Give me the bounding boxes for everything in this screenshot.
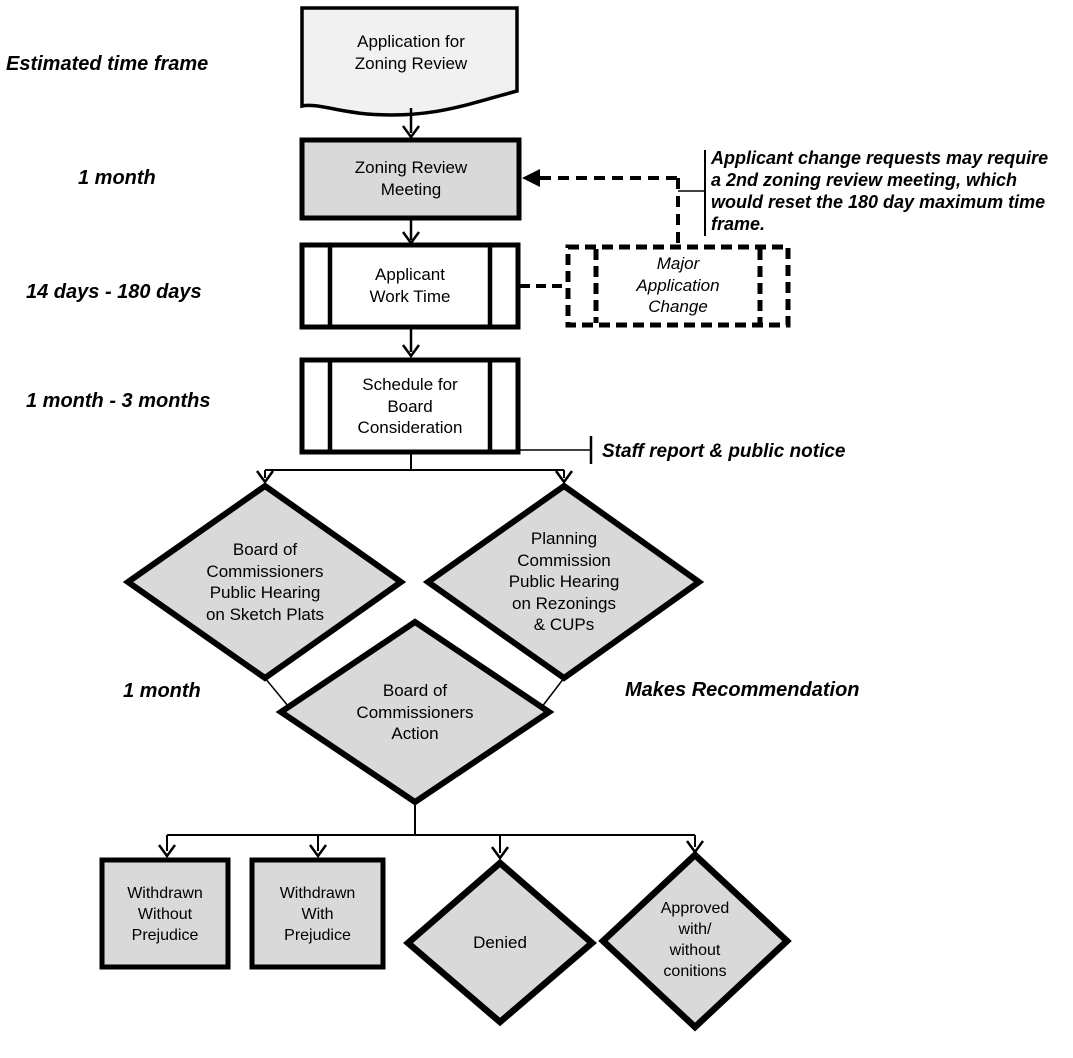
arrowhead-down-icon xyxy=(308,844,328,859)
annotation-time-hearings: 1 month xyxy=(123,680,201,702)
arrowhead-down-icon xyxy=(401,125,421,140)
annotation-makes-recommendation: Makes Recommendation xyxy=(625,679,860,701)
zoning-review-meeting-label: Zoning Review Meeting xyxy=(354,158,468,199)
withdrawn-with-prejudice-label: Withdrawn With Prejudice xyxy=(279,885,356,944)
approved-label: Approved with/ without conitions xyxy=(660,900,730,980)
application-document-shape xyxy=(300,6,519,117)
schedule-board-shape xyxy=(299,357,521,455)
annotation-time-zoning-review: 1 month xyxy=(78,167,156,189)
pc-public-hearing-label: Planning Commission Public Hearing on Re… xyxy=(508,529,620,634)
arrowhead-down-icon xyxy=(157,844,177,859)
withdrawn-with-prejudice-shape xyxy=(249,857,386,970)
zoning-review-meeting-shape xyxy=(299,137,522,221)
applicant-work-time-shape xyxy=(299,242,521,330)
boc-action-label: Board of Commissioners Action xyxy=(356,681,474,743)
arrowhead-down-icon xyxy=(255,470,275,485)
arrowhead-left-icon xyxy=(522,169,540,187)
annotation-time-applicant-work: 14 days - 180 days xyxy=(26,281,202,303)
annotation-time-schedule: 1 month - 3 months xyxy=(26,390,211,412)
withdrawn-without-prejudice-shape xyxy=(99,857,231,970)
application-document-label: Application for Zoning Review xyxy=(354,32,468,73)
major-application-change-label: Major Application Change xyxy=(636,254,720,316)
major-application-change-shape xyxy=(565,244,791,328)
annotation-staff-report: Staff report & public notice xyxy=(602,441,846,462)
arrowhead-down-icon xyxy=(490,846,510,861)
boc-public-hearing-label: Board of Commissioners Public Hearing on… xyxy=(205,540,325,624)
schedule-board-label: Schedule for Board Consideration xyxy=(357,375,463,437)
arrowhead-down-icon xyxy=(401,344,421,359)
annotation-change-note: Applicant change requests may require a … xyxy=(711,148,1049,234)
denied-label: Denied xyxy=(473,933,527,952)
approved-shape xyxy=(598,850,792,1032)
withdrawn-without-prejudice-label: Withdrawn Without Prejudice xyxy=(127,885,203,944)
arrowhead-down-icon xyxy=(554,470,574,485)
annotation-estimated-time-frame: Estimated time frame xyxy=(6,53,209,75)
applicant-work-time-label: Applicant Work Time xyxy=(369,265,451,306)
denied-shape xyxy=(403,858,597,1027)
